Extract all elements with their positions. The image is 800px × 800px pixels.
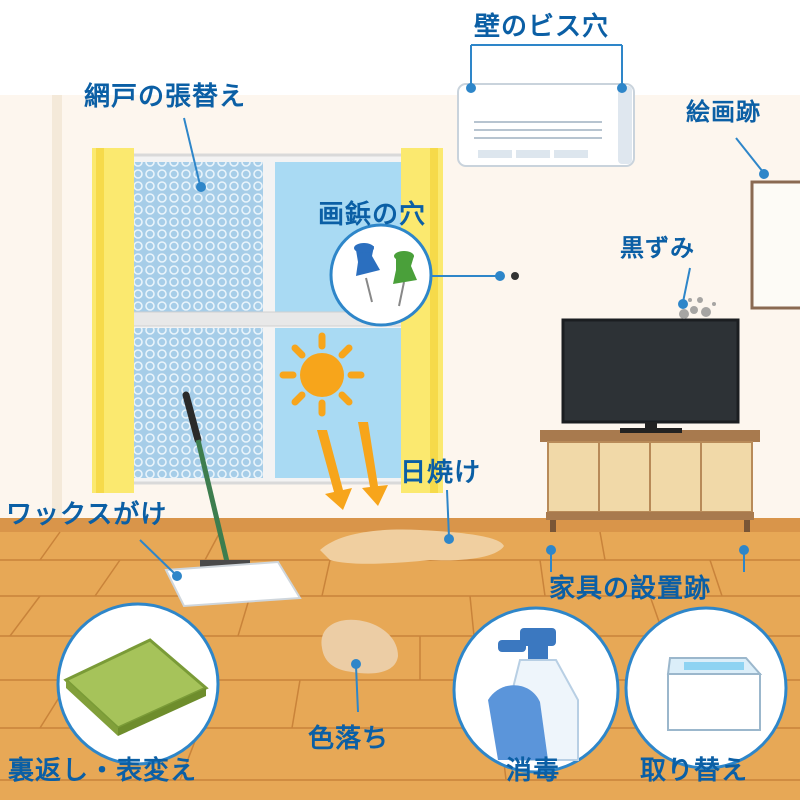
pin-hole-mark	[511, 272, 519, 280]
black-smudge-mark	[679, 297, 716, 319]
label-furniture-marks: 家具の設置跡	[549, 574, 712, 604]
mop-icon	[164, 391, 302, 608]
label-disinfection: 消毒	[506, 756, 561, 786]
label-blackening: 黒ずみ	[620, 234, 695, 262]
label-pin-holes: 画鋲の穴	[318, 200, 427, 230]
curtain-right	[401, 148, 443, 493]
label-painting-mark: 絵画跡	[686, 98, 761, 126]
label-waxing: ワックスがけ	[6, 500, 168, 530]
leader-lines	[139, 44, 769, 713]
pushpin-icon	[329, 223, 433, 327]
tv-icon	[561, 318, 740, 433]
label-discoloration: 色落ち	[308, 724, 390, 754]
label-sunburn: 日焼け	[400, 458, 482, 488]
sunburn-stain	[320, 529, 504, 564]
tatami-mat-icon	[56, 602, 220, 766]
wall-pillar	[52, 95, 62, 540]
tv-stand	[540, 430, 760, 546]
curtain-left	[92, 148, 134, 493]
painting-frame	[750, 180, 800, 310]
label-flip-replace: 裏返し・表変え	[8, 756, 198, 786]
air-conditioner-icon	[457, 83, 635, 167]
spray-bottle-icon	[452, 606, 620, 774]
bathtub-icon	[624, 606, 788, 770]
label-replacement: 取り替え	[640, 756, 749, 786]
label-wall-screw-holes: 壁のビス穴	[474, 12, 610, 42]
sunlight-arrows	[317, 422, 388, 510]
discoloration-stain	[321, 619, 398, 674]
label-screen-door: 網戸の張替え	[84, 82, 247, 112]
baseboard	[0, 518, 800, 532]
sun-icon	[279, 332, 365, 417]
